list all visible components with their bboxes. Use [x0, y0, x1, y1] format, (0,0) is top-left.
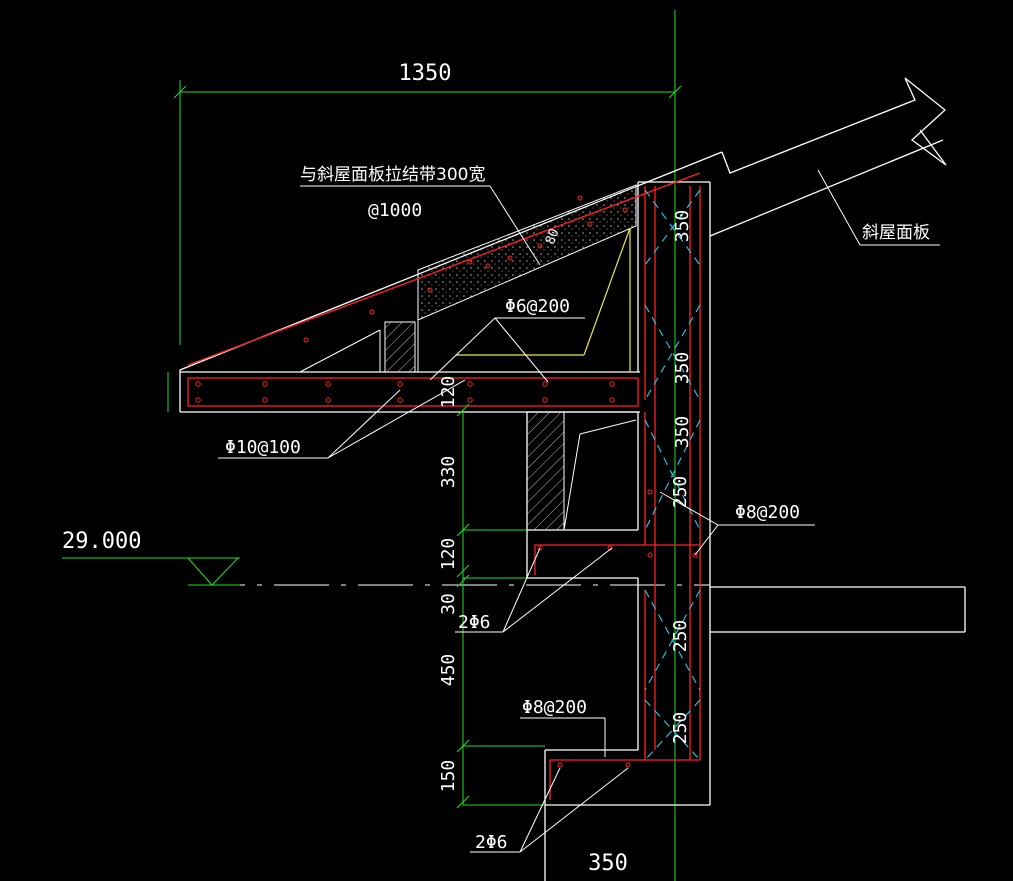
dim-v-150: 150	[438, 760, 459, 793]
rebar-dots	[195, 195, 698, 768]
dim-v-250-c: 250	[670, 712, 691, 745]
label-tie-band: 与斜屋面板拉结带300宽	[300, 165, 485, 185]
label-rebar-phi8-b: Φ8@200	[522, 697, 587, 718]
yellow-lines	[456, 227, 631, 372]
label-elevation: 29.000	[62, 529, 141, 554]
leader-lines	[218, 169, 940, 853]
dim-v-250-a: 250	[670, 476, 691, 509]
dim-v-330: 330	[438, 456, 459, 489]
label-sloped-slab: 斜屋面板	[862, 223, 930, 243]
label-bars-2phi6-a: 2Φ6	[458, 612, 491, 633]
label-bars-2phi6-b: 2Φ6	[475, 832, 508, 853]
label-rebar-phi6: Φ6@200	[505, 296, 570, 317]
dim-v-30: 30	[438, 593, 459, 615]
label-rebar-phi10: Φ10@100	[225, 437, 301, 458]
dimension-lines	[62, 80, 682, 809]
truss-lines	[299, 270, 637, 531]
label-rebar-phi8-a: Φ8@200	[735, 502, 800, 523]
dim-bottom-width: 350	[588, 851, 628, 876]
dim-v-450: 450	[438, 654, 459, 687]
dim-top-width: 1350	[399, 61, 452, 86]
hatch-block-upper	[384, 321, 416, 373]
wall-outline	[526, 181, 711, 881]
floor-slab	[710, 586, 966, 633]
dim-v-120-a: 120	[438, 376, 459, 409]
dim-v-350-a: 350	[672, 210, 693, 243]
dim-v-350-b: 350	[672, 352, 693, 385]
dim-v-120-b: 120	[438, 538, 459, 571]
hatch-block-lower	[526, 411, 565, 531]
rebar	[187, 172, 701, 800]
label-tie-spacing: @1000	[368, 200, 422, 221]
dim-v-80: 80	[543, 227, 563, 247]
cyan-diagonals	[644, 189, 701, 761]
dim-v-250-b: 250	[670, 620, 691, 653]
dim-v-350-c: 350	[672, 416, 693, 449]
